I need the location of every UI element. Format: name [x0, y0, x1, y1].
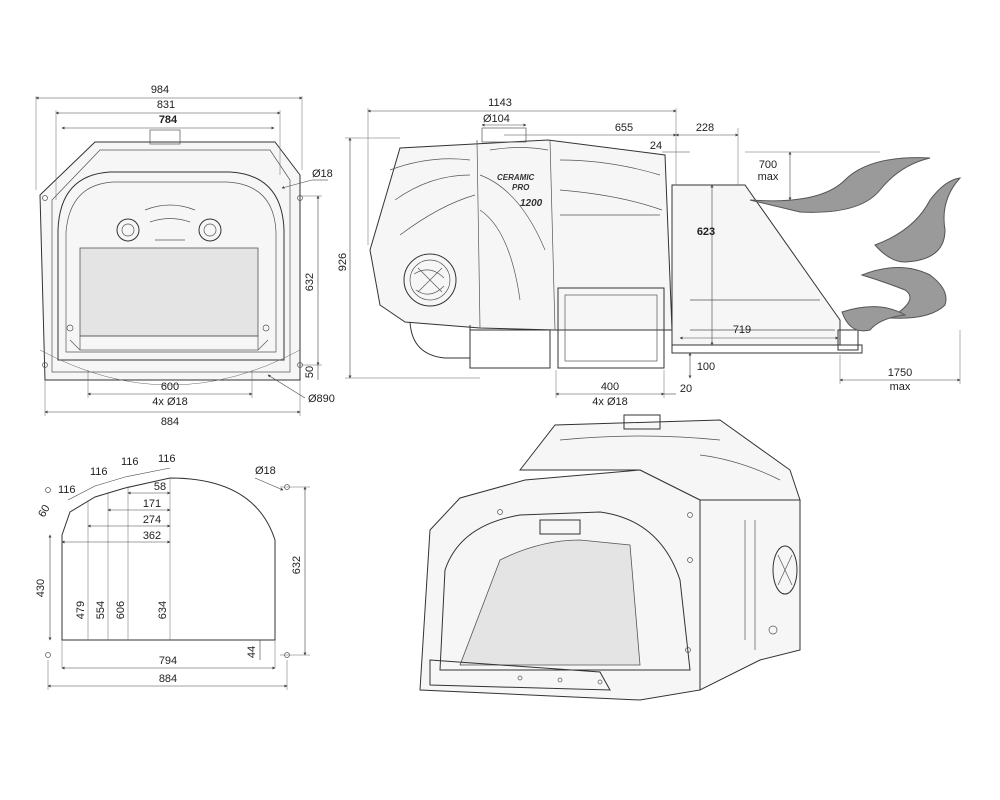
iso-grate	[459, 539, 641, 666]
dim-632-template: 632	[291, 556, 303, 574]
front-arc-outline	[39, 349, 301, 386]
burner-left	[116, 218, 140, 242]
ash-door	[557, 287, 665, 369]
dim-1750-max: max	[890, 381, 911, 393]
dim-400: 400	[601, 381, 619, 393]
dim-632-front: 632	[304, 273, 316, 291]
dim-890: Ø890	[308, 393, 335, 405]
dim-831: 831	[157, 99, 175, 111]
mount-hole	[42, 362, 48, 368]
blower-housing	[409, 321, 471, 359]
dim-1143: 1143	[488, 97, 512, 109]
flue-collar	[149, 129, 181, 145]
dim-362: 362	[143, 530, 161, 542]
mounting-template: 430 479 554 606 634 58 171 274 362 116 1…	[35, 453, 310, 690]
mount-hole	[45, 487, 51, 493]
mount-hole	[42, 195, 48, 201]
iso-side-body	[699, 499, 801, 691]
dim-44: 44	[246, 646, 258, 658]
dim-600: 600	[161, 381, 179, 393]
dim-984: 984	[151, 84, 169, 96]
flame-graphic	[749, 157, 962, 332]
dim-430: 430	[35, 579, 47, 597]
dim-4x18-front: 4x Ø18	[152, 396, 187, 408]
front-arch-opening	[57, 171, 285, 361]
template-outline	[61, 477, 276, 641]
dim-hole-18-template: Ø18	[255, 465, 276, 477]
side-body	[369, 139, 673, 331]
dim-884-front: 884	[161, 416, 179, 428]
burner-right	[198, 218, 222, 242]
dim-100: 100	[697, 361, 715, 373]
dim-274: 274	[143, 514, 161, 526]
dim-hole-18: Ø18	[312, 168, 333, 180]
dim-seg-116-2: 116	[90, 466, 108, 478]
side-view: CERAMIC PRO 1200 1143 Ø104 655 228 24	[337, 97, 962, 408]
dim-seg-116-4: 116	[158, 453, 176, 465]
model-number: 1200	[520, 198, 543, 209]
brand-name: CERAMIC	[497, 173, 535, 182]
dim-flue-104: Ø104	[483, 113, 510, 125]
dim-623: 623	[697, 226, 715, 238]
dim-634: 634	[157, 601, 169, 619]
dim-719: 719	[733, 324, 751, 336]
dim-171: 171	[143, 498, 161, 510]
dim-20: 20	[680, 383, 692, 395]
dim-700-max: max	[758, 171, 779, 183]
dim-606: 606	[115, 601, 127, 619]
dim-655: 655	[615, 122, 633, 134]
dim-1750: 1750	[888, 367, 912, 379]
dim-seg-116-3: 116	[121, 456, 139, 468]
front-grate	[79, 247, 259, 337]
dim-926: 926	[337, 253, 349, 271]
isometric-view	[419, 414, 801, 701]
iso-fan	[772, 545, 798, 595]
dim-seg-116-1: 116	[58, 484, 76, 496]
dim-784: 784	[159, 114, 178, 126]
front-view: 984 831 784 Ø18 632 50 600 4x Ø18 884 Ø8…	[35, 84, 335, 428]
burner-tube	[671, 184, 841, 346]
brand-suffix: PRO	[512, 183, 530, 192]
dim-58: 58	[154, 481, 166, 493]
mount-hole	[297, 195, 303, 201]
dim-884-template: 884	[159, 673, 177, 685]
dim-4x18-side: 4x Ø18	[592, 396, 627, 408]
dim-479: 479	[75, 601, 87, 619]
dim-554: 554	[95, 601, 107, 619]
mount-hole	[45, 652, 51, 658]
dim-50: 50	[304, 366, 316, 378]
fan-guard	[403, 253, 457, 307]
dim-228: 228	[696, 122, 714, 134]
dim-700: 700	[759, 159, 777, 171]
iso-flue	[623, 414, 661, 430]
dim-24: 24	[650, 140, 662, 152]
dim-60: 60	[36, 503, 53, 520]
dim-794: 794	[159, 655, 177, 667]
iso-arch-opening	[439, 511, 691, 671]
iso-ash-lip	[429, 659, 611, 691]
